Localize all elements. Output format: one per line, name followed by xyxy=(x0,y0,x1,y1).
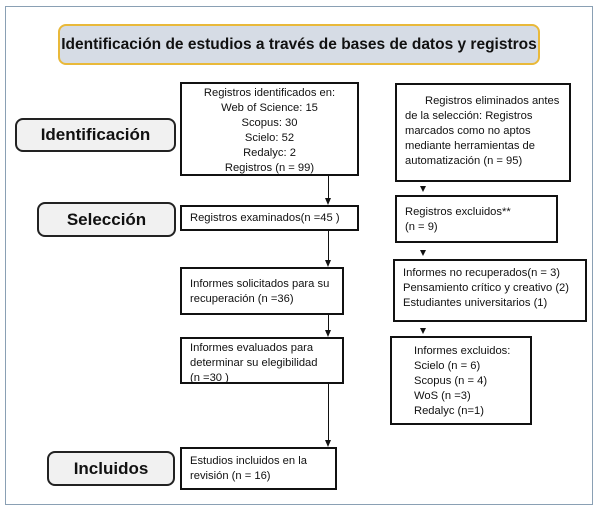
box-line: Pensamiento crítico y creativo (2) xyxy=(403,282,570,294)
box-line: Informes solicitados para su xyxy=(190,278,330,290)
connector-line xyxy=(328,176,330,199)
arrow-down-icon xyxy=(420,328,426,334)
connector-line xyxy=(328,384,330,441)
box-line: Informes evaluados para xyxy=(190,342,314,354)
box-line: determinar su elegibilidad xyxy=(190,357,318,369)
box-line: (n = 9) xyxy=(405,221,438,233)
studies-included-box: Estudios incluidos en la revisión (n = 1… xyxy=(180,447,337,490)
box-line: Informes no recuperados(n = 3) xyxy=(403,267,561,279)
connector-line xyxy=(328,315,330,331)
box-line: Informes excluidos: xyxy=(414,345,511,357)
arrow-down-icon xyxy=(420,186,426,192)
diagram-frame xyxy=(5,6,593,505)
box-line: Registros (n = 99) xyxy=(224,162,315,174)
reports-excluded-box: Informes excluidos: Scielo (n = 6) Scopu… xyxy=(390,336,532,425)
connector-line xyxy=(328,231,330,261)
box-line: revisión (n = 16) xyxy=(190,470,271,482)
arrow-down-icon xyxy=(325,440,331,447)
records-screened-box: Registros examinados(n =45 ) xyxy=(180,205,359,231)
records-excluded-box: Registros excluidos** (n = 9) xyxy=(395,195,558,243)
stage-identificacion: Identificación xyxy=(15,118,176,152)
box-line: Estudios incluidos en la xyxy=(190,455,307,467)
stage-incluidos: Incluidos xyxy=(47,451,175,486)
arrow-down-icon xyxy=(325,260,331,267)
box-line: Redalyc: 2 xyxy=(243,147,296,159)
reports-assessed-box: Informes evaluados para determinar su el… xyxy=(180,337,344,384)
box-line: Scopus: 30 xyxy=(241,117,298,129)
box-line: Estudiantes universitarios (1) xyxy=(403,297,548,309)
box-line: Registros identificados en: xyxy=(203,87,336,99)
box-line: Registros excluidos** xyxy=(405,206,511,218)
stage-seleccion: Selección xyxy=(37,202,176,237)
box-line: Redalyc (n=1) xyxy=(414,405,484,417)
box-line: de la selección: Registros xyxy=(405,110,533,122)
box-line: Scielo (n = 6) xyxy=(414,360,481,372)
records-removed-box: Registros eliminados antes de la selecci… xyxy=(395,83,571,182)
arrow-down-icon xyxy=(325,330,331,337)
box-line: Registros examinados(n =45 ) xyxy=(190,212,340,224)
reports-not-retrieved-box: Informes no recuperados(n = 3) Pensamien… xyxy=(393,259,587,322)
box-line: mediante herramientas de xyxy=(405,140,535,152)
box-line: Registros eliminados antes xyxy=(425,95,560,107)
arrow-down-icon xyxy=(325,198,331,205)
box-line: automatización (n = 95) xyxy=(405,155,523,167)
records-identified-box: Registros identificados en: Web of Scien… xyxy=(180,82,359,176)
arrow-down-icon xyxy=(420,250,426,256)
diagram-title: Identificación de estudios a través de b… xyxy=(58,24,540,65)
box-line: (n =30 ) xyxy=(190,372,229,384)
box-line: marcados como no aptos xyxy=(405,125,531,137)
box-line: WoS (n =3) xyxy=(414,390,471,402)
reports-sought-box: Informes solicitados para su recuperació… xyxy=(180,267,344,315)
box-line: recuperación (n =36) xyxy=(190,293,294,305)
box-line: Scopus (n = 4) xyxy=(414,375,488,387)
box-line: Web of Science: 15 xyxy=(221,102,318,114)
box-line: Scielo: 52 xyxy=(244,132,295,144)
